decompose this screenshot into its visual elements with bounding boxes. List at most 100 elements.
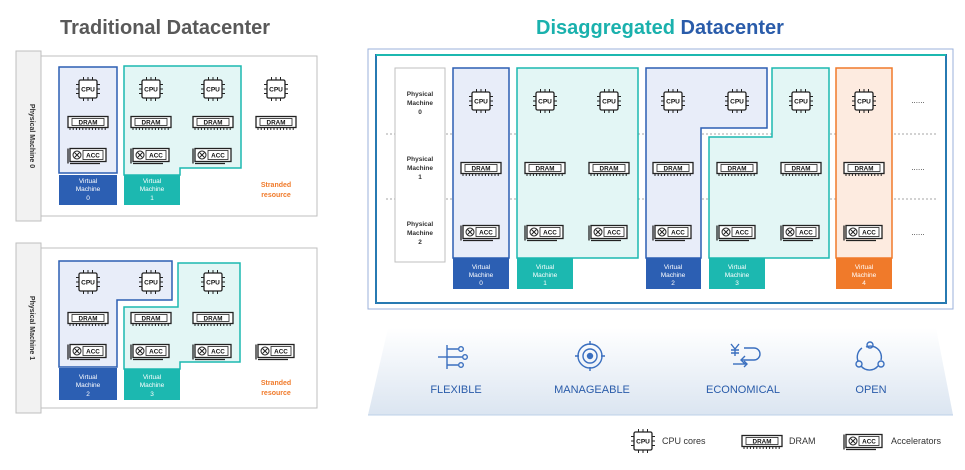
physical-machine-0: Physical Machine 0 Virtual Machine 0 Vir… bbox=[15, 50, 318, 222]
feature-label-economical: ECONOMICAL bbox=[706, 384, 780, 396]
svg-text:3: 3 bbox=[150, 391, 154, 398]
svg-text:resource: resource bbox=[261, 192, 291, 199]
acc-chip-icon: ACC bbox=[460, 224, 500, 242]
flexible-icon bbox=[438, 345, 469, 369]
dram-chip-label: DRAM bbox=[753, 438, 772, 445]
svg-text:Virtual: Virtual bbox=[664, 264, 683, 271]
cpu-chip-label: CPU bbox=[730, 98, 744, 105]
acc-chip-label: ACC bbox=[862, 229, 876, 236]
dram-chip-icon: DRAM bbox=[780, 161, 822, 176]
dram-chip-icon: DRAM bbox=[460, 161, 502, 176]
acc-chip-label: ACC bbox=[149, 152, 163, 159]
cpu-chip-label: CPU bbox=[602, 98, 616, 105]
disaggregated-panel: Physical Machine 0 Physical Machine 1 Ph… bbox=[367, 48, 954, 310]
pm-row-label-1: Physical Machine 1 bbox=[407, 156, 434, 181]
svg-text:Virtual: Virtual bbox=[472, 264, 491, 271]
svg-text:2: 2 bbox=[86, 391, 90, 398]
acc-chip-label: ACC bbox=[479, 229, 493, 236]
cpu-chip-icon: CPU bbox=[201, 270, 225, 294]
traditional-title: Traditional Datacenter bbox=[60, 17, 270, 39]
dram-chip-icon: DRAM bbox=[716, 161, 758, 176]
svg-text:Machine: Machine bbox=[407, 230, 433, 237]
dram-chip-label: DRAM bbox=[600, 165, 619, 172]
cpu-chip-label: CPU bbox=[794, 98, 808, 105]
acc-chip-label: ACC bbox=[671, 229, 685, 236]
cpu-chip-label: CPU bbox=[206, 86, 220, 93]
cpu-chip-icon: CPU bbox=[76, 77, 100, 101]
svg-text:Machine: Machine bbox=[407, 100, 433, 107]
svg-text:Machine: Machine bbox=[76, 186, 101, 193]
acc-chip-icon: ACC bbox=[843, 224, 883, 242]
dram-chip-label: DRAM bbox=[267, 119, 286, 126]
dram-chip-label: DRAM bbox=[142, 315, 161, 322]
svg-text:Virtual: Virtual bbox=[143, 374, 162, 381]
dram-chip-label: DRAM bbox=[855, 165, 874, 172]
svg-text:Physical: Physical bbox=[407, 91, 434, 98]
vm-label-2: Virtual Machine 2 bbox=[59, 368, 117, 400]
dvm-label-3: Virtual Machine 3 bbox=[709, 258, 765, 289]
ellipsis-row-2: ...... bbox=[911, 228, 924, 237]
svg-text:resource: resource bbox=[261, 390, 291, 397]
svg-text:Virtual: Virtual bbox=[728, 264, 747, 271]
svg-text:Virtual: Virtual bbox=[143, 178, 162, 185]
dram-chip-label: DRAM bbox=[204, 315, 223, 322]
acc-chip-label: ACC bbox=[211, 348, 225, 355]
acc-chip-icon: ACC bbox=[130, 343, 170, 361]
cpu-chip-label: CPU bbox=[81, 279, 95, 286]
feature-banner: FLEXIBLE MANAGEABLE ECONOMICAL OPEN bbox=[368, 328, 953, 416]
vm-label-3: Virtual Machine 3 bbox=[124, 369, 180, 400]
svg-text:Virtual: Virtual bbox=[79, 374, 98, 381]
disaggregated-title: Disaggregated Datacenter bbox=[536, 17, 784, 39]
acc-chip-icon: ACC bbox=[192, 147, 232, 165]
svg-text:1: 1 bbox=[150, 195, 154, 202]
cpu-chip-label: CPU bbox=[81, 86, 95, 93]
acc-chip-icon: ACC bbox=[255, 343, 295, 361]
feature-label-flexible: FLEXIBLE bbox=[430, 384, 481, 396]
dvm-label-4: Virtual Machine 4 bbox=[836, 258, 892, 289]
acc-chip-label: ACC bbox=[862, 438, 876, 445]
dram-chip-label: DRAM bbox=[79, 315, 98, 322]
cpu-chip-label: CPU bbox=[857, 98, 871, 105]
cpu-chip-icon: CPU bbox=[597, 89, 621, 113]
svg-text:Virtual: Virtual bbox=[536, 264, 555, 271]
feature-label-manageable: MANAGEABLE bbox=[554, 384, 630, 396]
acc-chip-icon: ACC bbox=[588, 224, 628, 242]
cpu-chip-icon: CPU bbox=[469, 89, 493, 113]
manageable-icon bbox=[575, 341, 605, 371]
dram-chip-icon: DRAM bbox=[588, 161, 630, 176]
dram-chip-icon: DRAM bbox=[130, 311, 172, 326]
dram-chip-icon: DRAM bbox=[192, 311, 234, 326]
acc-chip-label: ACC bbox=[607, 229, 621, 236]
acc-chip-label: ACC bbox=[149, 348, 163, 355]
pm-row-label-2: Physical Machine 2 bbox=[407, 221, 434, 246]
cpu-chip-label: CPU bbox=[666, 98, 680, 105]
dram-chip-icon: DRAM bbox=[652, 161, 694, 176]
physical-machine-column bbox=[394, 67, 446, 263]
acc-chip-label: ACC bbox=[86, 152, 100, 159]
cpu-chip-icon: CPU bbox=[725, 89, 749, 113]
svg-text:Stranded: Stranded bbox=[261, 182, 291, 189]
cpu-chip-icon: CPU bbox=[789, 89, 813, 113]
dvm-label-1: Virtual Machine 1 bbox=[517, 258, 573, 289]
dram-chip-label: DRAM bbox=[142, 119, 161, 126]
svg-text:2: 2 bbox=[671, 280, 675, 287]
svg-text:Physical: Physical bbox=[407, 221, 434, 228]
svg-text:Machine: Machine bbox=[661, 272, 686, 279]
svg-text:Physical: Physical bbox=[407, 156, 434, 163]
cpu-chip-icon: CPU bbox=[139, 270, 163, 294]
dvm-label-2: Virtual Machine 2 bbox=[646, 258, 701, 289]
svg-text:0: 0 bbox=[86, 195, 90, 202]
physical-machine-1: Physical Machine 1 Virtual Machine 2 Vir… bbox=[15, 242, 318, 414]
physical-machine-1-label: Physical Machine 1 bbox=[28, 296, 35, 360]
stranded-resource-1: Stranded resource bbox=[261, 380, 291, 397]
dram-chip-icon: DRAM bbox=[524, 161, 566, 176]
cpu-chip-label: CPU bbox=[474, 98, 488, 105]
acc-chip-icon: ACC bbox=[652, 224, 692, 242]
dvm-label-0: Virtual Machine 0 bbox=[453, 258, 509, 289]
dram-chip-icon: DRAM bbox=[741, 434, 783, 449]
svg-text:Machine: Machine bbox=[140, 186, 165, 193]
cpu-chip-icon: CPU bbox=[852, 89, 876, 113]
svg-text:0: 0 bbox=[479, 280, 483, 287]
cpu-chip-icon: CPU bbox=[76, 270, 100, 294]
